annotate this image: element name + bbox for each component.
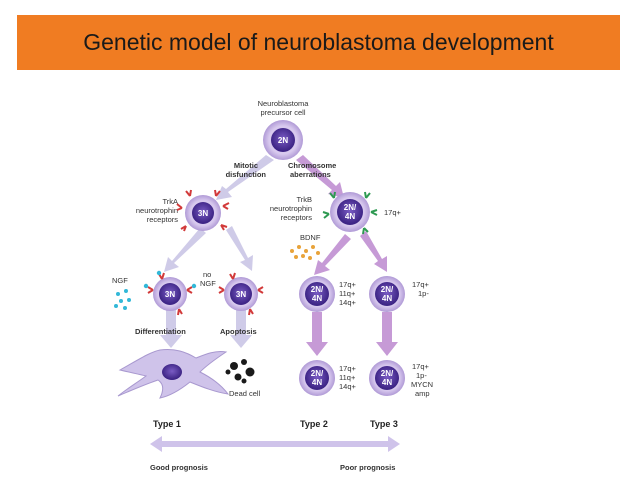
t3-row4-marker-1: 17q+ bbox=[412, 362, 430, 371]
prognosis-arrow: Good prognosis Poor prognosis bbox=[150, 436, 400, 472]
t3-row4-marker-4: amp bbox=[415, 389, 430, 398]
type3-label: Type 3 bbox=[370, 419, 398, 429]
arrow-t2-down bbox=[306, 312, 328, 356]
type2-row3-cell-group: 2N/ 4N 17q+ 11q+ 14q+ bbox=[299, 276, 357, 312]
trka-label-3: receptors bbox=[147, 215, 179, 224]
right-pathway-arrows bbox=[296, 155, 398, 356]
arrow-2n4n-to-t2 bbox=[314, 234, 351, 275]
bdnf-group: BDNF bbox=[290, 233, 321, 260]
t2-row3-label-1: 2N/ bbox=[311, 285, 324, 294]
arrow-precursor-to-2n4n bbox=[296, 155, 344, 198]
arrow-2n4n-to-t3 bbox=[360, 231, 387, 272]
chromosome-label-2: aberrations bbox=[290, 170, 331, 179]
arrow-precursor-to-3n bbox=[216, 155, 274, 200]
t2-row4-label-1: 2N/ bbox=[311, 369, 324, 378]
type3-row3-cell-group: 2N/ 4N 17q+ 1p- bbox=[369, 276, 430, 312]
no-ngf-label-2: NGF bbox=[200, 279, 216, 288]
t2-row4-marker-2: 11q+ bbox=[339, 373, 356, 382]
t2-row4-marker-1: 17q+ bbox=[339, 364, 357, 373]
trkb-label-1: TrkB bbox=[296, 195, 312, 204]
trka-receptors bbox=[176, 189, 230, 232]
trka-label-1: TrkA bbox=[162, 197, 178, 206]
differentiation-cell-group: NGF 3N Differentiation bbox=[112, 270, 197, 336]
t2-row3-marker-3: 14q+ bbox=[339, 298, 357, 307]
precursor-cell-group: Neuroblastoma precursor cell 2N bbox=[258, 99, 310, 160]
mitotic-label-2: disfunction bbox=[226, 170, 267, 179]
type3-row4-cell-group: 2N/ 4N 17q+ 1p- MYCN amp bbox=[369, 360, 433, 398]
precursor-label-2: precursor cell bbox=[260, 108, 305, 117]
arrow-t3-down bbox=[376, 312, 398, 356]
apoptosis-cell-group: no NGF 3N Apoptosis bbox=[200, 270, 264, 336]
t3-row4-marker-2: 1p- bbox=[416, 371, 427, 380]
trkb-label-3: receptors bbox=[281, 213, 313, 222]
t2-row3-marker-1: 17q+ bbox=[339, 280, 357, 289]
t2-row3-label-2: 4N bbox=[312, 294, 322, 303]
differentiated-neuron bbox=[117, 349, 230, 399]
type1-label: Type 1 bbox=[153, 419, 181, 429]
no-ngf-label-1: no bbox=[203, 270, 211, 279]
t2-row4-marker-3: 14q+ bbox=[339, 382, 357, 391]
good-prognosis-label: Good prognosis bbox=[150, 463, 208, 472]
left-pathway-arrows bbox=[160, 155, 274, 348]
diff-cell-label: 3N bbox=[165, 290, 175, 299]
precursor-cell-label: 2N bbox=[278, 136, 288, 145]
ngf-dots bbox=[114, 289, 131, 310]
title-bar: Genetic model of neuroblastoma developme… bbox=[17, 15, 620, 70]
trka-3n-cell-group: TrkA neurotrophin receptors 3N bbox=[136, 189, 230, 232]
bdnf-label: BDNF bbox=[300, 233, 321, 242]
trka-label-2: neurotrophin bbox=[136, 206, 178, 215]
t3-row4-marker-3: MYCN bbox=[411, 380, 433, 389]
t3-row3-label-2: 4N bbox=[382, 294, 392, 303]
arrow-diff-down bbox=[160, 310, 182, 348]
trkb-receptors bbox=[322, 191, 378, 235]
chromosome-label-1: Chromosome bbox=[288, 161, 336, 170]
trkb-cell-label-2: 4N bbox=[345, 212, 355, 221]
arrow-apop-down bbox=[230, 310, 252, 348]
page-title: Genetic model of neuroblastoma developme… bbox=[83, 29, 554, 55]
differentiation-label: Differentiation bbox=[135, 327, 186, 336]
precursor-cell-nucleus bbox=[271, 128, 295, 152]
trka-cell-label: 3N bbox=[198, 209, 208, 218]
dead-cell-label: Dead cell bbox=[229, 389, 261, 398]
t3-row3-label-1: 2N/ bbox=[381, 285, 394, 294]
dead-cell-group: Dead cell bbox=[225, 359, 261, 398]
trkb-cell-group: TrkB neurotrophin receptors 2N/ 4N 17q+ bbox=[270, 191, 402, 235]
trkb-cell-label-1: 2N/ bbox=[344, 203, 357, 212]
trkb-17q-label: 17q+ bbox=[384, 208, 402, 217]
type2-row4-cell-group: 2N/ 4N 17q+ 11q+ 14q+ bbox=[299, 360, 357, 396]
arrow-3n-to-diff bbox=[164, 228, 206, 272]
t3-row3-marker-1: 17q+ bbox=[412, 280, 430, 289]
apop-cell-label: 3N bbox=[236, 290, 246, 299]
precursor-label-1: Neuroblastoma bbox=[258, 99, 310, 108]
poor-prognosis-label: Poor prognosis bbox=[340, 463, 395, 472]
mitotic-label-1: Mitotic bbox=[234, 161, 258, 170]
trkb-label-2: neurotrophin bbox=[270, 204, 312, 213]
arrow-3n-to-apop bbox=[226, 226, 253, 271]
ngf-label: NGF bbox=[112, 276, 128, 285]
t2-row3-marker-2: 11q+ bbox=[339, 289, 356, 298]
t3-row4-label-2: 4N bbox=[382, 378, 392, 387]
t3-row3-marker-2: 1p- bbox=[418, 289, 429, 298]
t3-row4-label-1: 2N/ bbox=[381, 369, 394, 378]
apoptosis-label: Apoptosis bbox=[220, 327, 257, 336]
t2-row4-label-2: 4N bbox=[312, 378, 322, 387]
type2-label: Type 2 bbox=[300, 419, 328, 429]
